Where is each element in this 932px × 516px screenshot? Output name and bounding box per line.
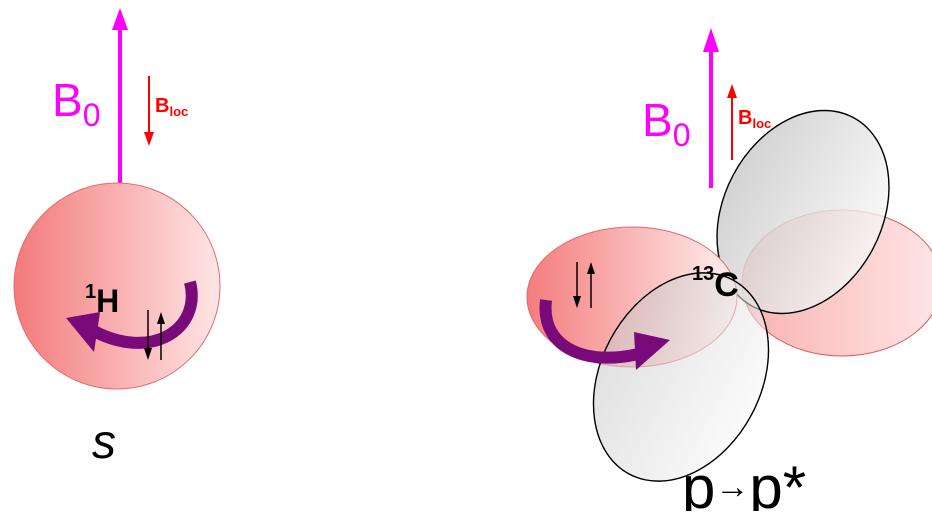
transition-label: p→p* xyxy=(682,454,806,511)
left-circulation-arrow xyxy=(66,280,198,352)
left-orbital-label: s xyxy=(92,416,116,469)
right-local-field-label: Bloc xyxy=(738,107,771,131)
right-external-field-arrow xyxy=(703,28,719,188)
right-electron-spins xyxy=(573,262,595,308)
left-external-field-arrow xyxy=(112,8,128,188)
right-nucleus-label: 13C xyxy=(692,263,739,304)
right-external-field-label: B0 xyxy=(642,94,690,153)
left-panel: B0 Bloc 1H s xyxy=(13,8,221,469)
left-electron-spins xyxy=(144,310,165,360)
antibonding-orbital-lower-lobe xyxy=(592,272,770,482)
right-circulation-arrow xyxy=(539,299,670,370)
left-external-field-label: B0 xyxy=(52,74,100,133)
right-panel: B0 Bloc 13C p→p* xyxy=(526,28,932,516)
left-local-field-label: Bloc xyxy=(155,95,188,119)
right-local-field-arrow xyxy=(727,84,737,160)
left-nucleus-label: 1H xyxy=(85,281,119,319)
left-local-field-arrow xyxy=(144,76,154,146)
